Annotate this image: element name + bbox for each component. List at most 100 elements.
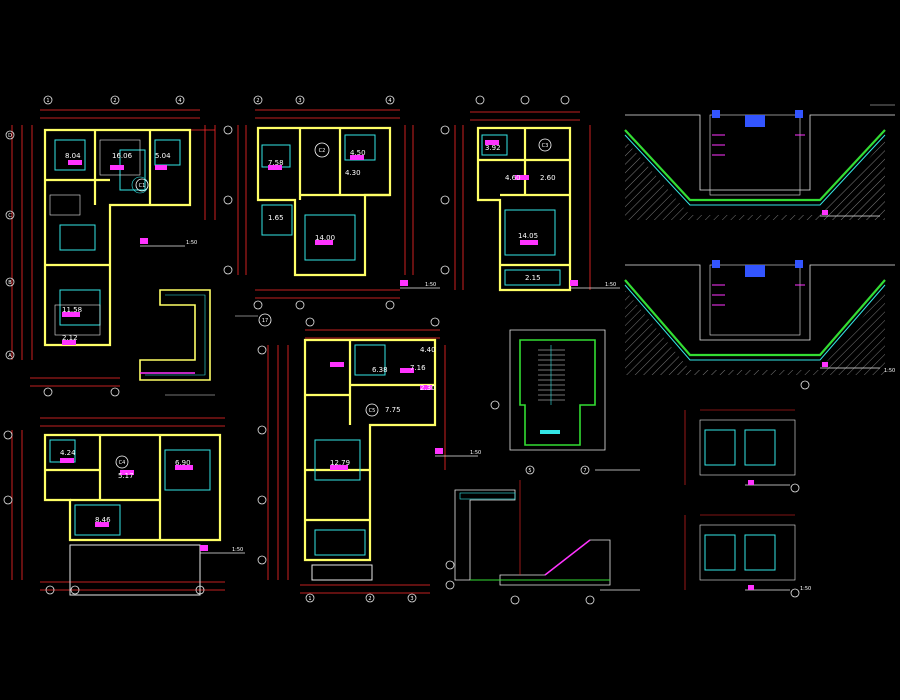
plan-1-axis-c: C — [8, 213, 12, 219]
plan-4-area-4: 8.46 — [95, 516, 111, 524]
plan-4-area-2: 5.17 — [118, 472, 134, 480]
plan-5-dimension-lines — [267, 329, 446, 594]
section-axis-bubbles — [445, 560, 595, 605]
stair-treads — [538, 349, 565, 401]
plan-3-area-4: 14.05 — [518, 232, 538, 240]
plan-2-room-markers — [268, 155, 364, 245]
plan-3-area-5: 2.15 — [525, 274, 541, 282]
plan-4-room-markers — [60, 458, 193, 527]
floor-plan-2: C2 7.58 4.50 4.30 14.00 1.65 2 3 — [223, 95, 440, 310]
plan-5-room-markers — [330, 362, 432, 470]
plan-3-room-markers — [485, 140, 538, 245]
plan-5-area-6: 7.75 — [385, 406, 401, 414]
plan-4-bubble-label: C4 — [119, 460, 126, 466]
plan-5-axis-3: 3 — [410, 596, 413, 602]
plan-3-area-3: 2.60 — [540, 174, 556, 182]
plan-2-axis-bubbles — [223, 95, 395, 310]
plan-5-area-4: 2.30 — [420, 384, 436, 392]
stair-axis-bubbles — [490, 400, 590, 475]
plan-2-axis-2: 2 — [256, 98, 259, 104]
plan-3-axis-bubbles — [440, 95, 570, 275]
plan-2-area-labels: 7.58 4.50 4.30 14.00 1.65 — [268, 149, 366, 242]
plan-1-area-4: 11.58 — [62, 306, 82, 314]
plan-3-bubble-label: C3 — [542, 143, 549, 149]
stair-axis-5: 5 — [528, 468, 531, 474]
plan-5-axis-2: 2 — [368, 596, 371, 602]
plan-4-scale: 1:50 — [232, 547, 243, 553]
pit-2-pipes — [712, 284, 805, 306]
floor-plan-3: C3 3.92 4.60 2.60 14.05 2.15 1:50 — [440, 95, 620, 292]
plan-4-area-labels: 4.24 5.17 6.90 8.46 — [60, 449, 191, 524]
plan-2-area-3: 4.30 — [345, 169, 361, 177]
plan-2-area-5: 1.65 — [268, 214, 284, 222]
plan-1-dimension-lines — [11, 109, 216, 387]
pit-section-scale: 1:50 — [884, 368, 895, 374]
plan-1-area-labels: 8.04 16.06 5.04 11.58 2.12 — [62, 152, 171, 342]
plan-1-area-1: 8.04 — [65, 152, 81, 160]
plan-5-area-labels: 4.40 6.38 7.16 2.30 12.79 7.75 — [330, 346, 436, 467]
plan-4-fixtures — [49, 439, 211, 596]
plan-1-walls — [43, 128, 192, 347]
plan-2-area-1: 7.58 — [268, 159, 284, 167]
plan-5-area-3: 7.16 — [410, 364, 426, 372]
plan-5-fixtures — [311, 344, 386, 581]
plan-5-bubble-label: C5 — [369, 408, 376, 414]
stair-axis-labels: 5 7 — [528, 468, 586, 474]
pit-plan-scale: 1:50 — [800, 586, 811, 592]
plan-1-scale: 1:50 — [186, 240, 197, 246]
plan-5-title: 1:50 — [435, 448, 481, 457]
floor-plan-5: C5 4.40 6.38 7.16 2.30 12.79 7.75 — [257, 317, 481, 603]
plan-5-area-5: 12.79 — [330, 459, 350, 467]
callout-number: 17 — [262, 318, 268, 324]
plan-2-axis-4: 4 — [388, 98, 391, 104]
plan-1-area-5: 2.12 — [62, 334, 78, 342]
plan-1-title: 1:50 — [140, 238, 197, 247]
plan-2-area-2: 4.50 — [350, 149, 366, 157]
plan-5-area-1: 4.40 — [420, 346, 436, 354]
pit-section-2: 1:50 — [624, 260, 895, 390]
pit-1-pipes — [712, 134, 805, 156]
pit-plan-2: 1:50 — [684, 514, 811, 598]
plan-1-fixtures — [54, 139, 181, 326]
plan-4-area-3: 6.90 — [175, 459, 191, 467]
plan-1-room-markers — [62, 160, 167, 345]
plan-1-bubble-label: C1 — [139, 183, 146, 189]
plan-5-axis-labels: 1 2 3 — [308, 596, 413, 602]
plan-2-title: 1:50 — [400, 280, 440, 289]
plan-3-dimension-lines — [454, 111, 591, 290]
plan-1-axis-2: 2 — [113, 98, 116, 104]
plan-1-axis-bubbles — [5, 95, 185, 397]
plan-3-walls — [476, 126, 572, 292]
plan-4-dimension-lines — [11, 417, 225, 591]
pit-section-1 — [624, 104, 895, 220]
plan-4-title: 1:50 — [200, 545, 245, 554]
floor-plan-4: C4 4.24 5.17 6.90 8.46 1:50 — [3, 417, 245, 596]
plan-3-fixtures — [481, 134, 561, 286]
plan-2-axis-labels: 2 3 4 — [256, 98, 391, 104]
stair-section — [445, 480, 640, 605]
plan-2-bubble-label: C2 — [319, 148, 326, 154]
plan-1-unit-bubble: C1 — [135, 178, 149, 192]
plan-1-axis-b: B — [8, 280, 12, 286]
pit-plan-1 — [684, 409, 800, 493]
plan-1-axis-d: D — [8, 133, 12, 139]
plan-1-axis-labels: 1 2 4 D C B A — [8, 98, 182, 359]
plan-2-scale: 1:50 — [425, 282, 436, 288]
plan-5-scale: 1:50 — [470, 450, 481, 456]
stair-plan: 5 7 — [490, 329, 640, 475]
plan-5-walls — [303, 338, 437, 562]
plan-5-axis-1: 1 — [308, 596, 311, 602]
plan-1-axis-3: 4 — [178, 98, 181, 104]
plan-1-area-2: 16.06 — [112, 152, 133, 160]
plan-2-dimension-lines — [237, 109, 414, 299]
plan-1-axis-1: 1 — [46, 98, 49, 104]
plan-3-scale: 1:50 — [605, 282, 616, 288]
plan-1-area-3: 5.04 — [155, 152, 171, 160]
plan-2-axis-3: 3 — [298, 98, 301, 104]
plan-5-area-2: 6.38 — [372, 366, 388, 374]
plan-1-axis-a: A — [8, 353, 12, 359]
plan-4-axis-bubbles — [3, 430, 205, 595]
plan-5-axis-bubbles — [257, 317, 440, 603]
plan-4-area-1: 4.24 — [60, 449, 76, 457]
